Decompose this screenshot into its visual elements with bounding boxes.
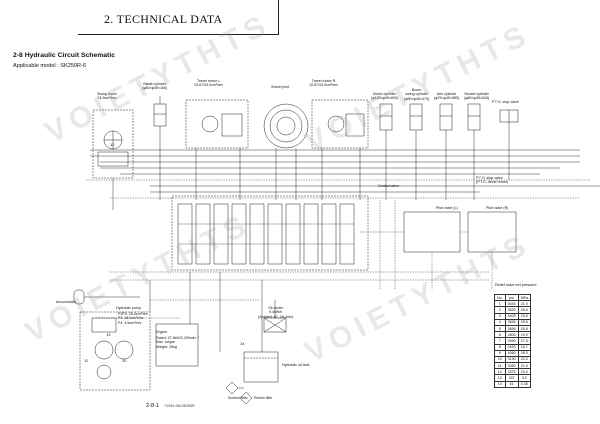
pilot-valve-r-symbol xyxy=(467,211,517,253)
svg-text:13: 13 xyxy=(106,332,111,337)
section-title: 2-8 Hydraulic Circuit Schematic xyxy=(13,52,115,59)
page-number: 2-8-1 xyxy=(146,403,160,409)
label-engine: Engine xyxy=(156,330,168,334)
svg-text:14: 14 xyxy=(240,341,245,346)
label-bucket-cylinder: Bucket cylinder(φ65×φ45×515) xyxy=(464,92,490,101)
pilot-valve-l-symbol xyxy=(403,211,461,253)
control-valve-symbol xyxy=(171,195,369,271)
filter-symbols xyxy=(225,381,253,405)
label-return-filter: Return filter xyxy=(254,396,273,400)
label-blade-cylinder: Blade cylinder(φ80×φ45×165) xyxy=(142,82,168,91)
header-frame xyxy=(78,0,279,35)
swivel-joint-symbol xyxy=(263,103,309,149)
bucket-cylinder-symbol xyxy=(467,103,481,131)
label-swivel-joint: Swivel joint xyxy=(271,85,289,89)
label-hydraulic-oil-tank: Hydraulic oil tank xyxy=(282,363,310,367)
document-code: 7/2016 SM-SK25SR xyxy=(164,404,195,408)
pto-stop-valve-symbol xyxy=(499,109,519,123)
label-boom-cylinder: Boom cylinder(φ120×φ65×600) xyxy=(371,92,399,101)
label-arm-cylinder: Arm cylinder(φ75×φ45×685) xyxy=(434,92,460,101)
boom-swing-cylinder-symbol xyxy=(409,103,423,131)
page-header-title: 2. TECHNICAL DATA xyxy=(104,12,223,26)
label-pilot-valve-r: Pilot valve (R) xyxy=(486,206,509,210)
svg-text:11: 11 xyxy=(84,358,89,363)
engine-symbol xyxy=(155,323,199,367)
relief-cell-psi: 51 xyxy=(504,380,519,388)
svg-text:10: 10 xyxy=(122,358,127,363)
label-pto-stop-valve: P.T.O. stop valve xyxy=(492,100,519,104)
label-pto-stop-valve-direct: P.T.O. stop valve(P.T.O. direct return) xyxy=(476,176,509,185)
applicable-model: Applicable model : SK250R-6 xyxy=(13,63,87,69)
relief-table-caption: Relief valve set pressure xyxy=(495,283,537,287)
hydraulic-oil-tank-symbol xyxy=(243,351,279,383)
label-pilot-valve-l: Pilot valve (L) xyxy=(436,206,458,210)
hydraulic-pump-group xyxy=(79,311,151,391)
oil-cooler-symbol xyxy=(263,317,287,333)
arm-cylinder-symbol xyxy=(439,103,453,131)
travel-motor-l-symbol xyxy=(185,99,249,149)
label-accumulator: Accumulator xyxy=(56,300,76,304)
label-control-valve: Control valve xyxy=(378,184,399,188)
svg-text:12: 12 xyxy=(110,142,115,147)
boom-cylinder-symbol xyxy=(379,103,393,131)
label-hydraulic-pump: Hydraulic pump xyxy=(116,306,141,310)
relief-cell-no: 14 xyxy=(494,380,506,388)
relief-cell-mpa: 0.35 xyxy=(517,380,532,388)
travel-motor-r-symbol xyxy=(311,99,369,149)
blade-cylinder-symbol xyxy=(153,96,167,127)
label-suction-filter: Suction filter xyxy=(228,396,248,400)
